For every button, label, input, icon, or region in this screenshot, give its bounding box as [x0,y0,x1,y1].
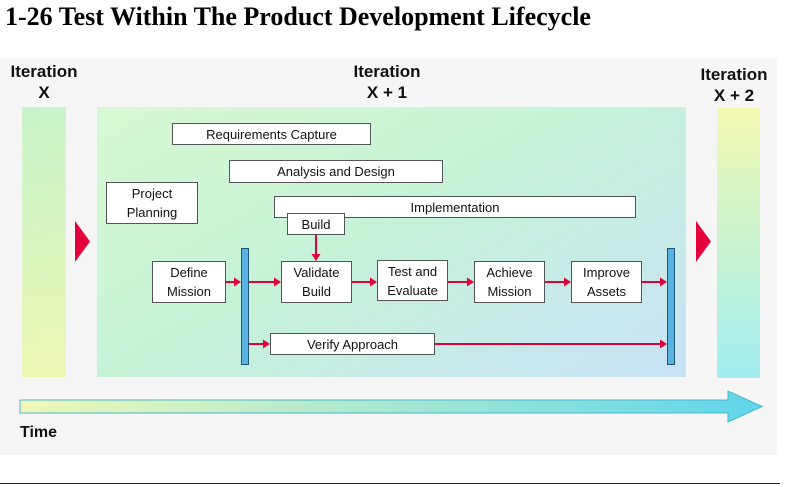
milestone-bar-end [667,248,675,365]
iteration-x-plus-1-label: Iteration X + 1 [327,61,447,103]
test-and-evaluate-label: Test and Evaluate [387,263,438,298]
validate-build-label: Validate Build [293,265,340,299]
analysis-and-design-label: Analysis and Design [277,164,395,179]
arrow-head [660,339,667,349]
arrow-head [370,277,377,287]
iteration-x-plus-2-label-word: Iteration [700,65,768,84]
iteration-x-label-index: X [38,83,50,102]
build-label: Build [301,216,331,232]
project-planning-label: Project Planning [126,186,178,220]
implementation-box: Implementation [274,196,636,218]
analysis-and-design-box: Analysis and Design [229,160,443,183]
arrow-test-and-evaluate-to-achieve-mission [448,277,474,287]
arrow-head [564,277,571,287]
page-title: 1-26 Test Within The Product Development… [5,2,591,31]
time-arrow [19,390,764,423]
arrow-achieve-mission-to-improve-assets [545,277,571,287]
verify-approach-box: Verify Approach [270,333,435,355]
improve-assets-label: Improve Assets [583,265,630,299]
arrow-milestone-to-validate-build [249,277,281,287]
arrow-head [234,277,241,287]
time-axis-label: Time [20,424,58,441]
arrow-validate-build-to-test-and-evaluate [352,277,377,287]
arrow-head [274,277,281,287]
iteration-x-plus-1-label-word: Iteration [353,62,421,81]
test-and-evaluate-box: Test and Evaluate [377,260,448,301]
arrow-head [263,339,270,349]
requirements-capture-label: Requirements Capture [206,126,337,142]
arrow-improve-assets-to-milestone [642,277,667,287]
iteration-x-label: Iteration X [4,61,84,103]
arrow-build-to-validate-build [311,235,321,261]
iteration-x-plus-2-band [717,108,760,378]
arrow-define-mission-to-milestone [226,277,241,287]
define-mission-label: Define Mission [166,265,212,299]
arrow-verify-approach-to-milestone [435,339,667,349]
milestone-bar-start [241,248,249,365]
achieve-mission-label: Achieve Mission [486,265,533,299]
iteration-x-plus-1-panel [97,107,686,377]
arrow-head [467,277,474,287]
validate-build-box: Validate Build [281,261,352,303]
verify-approach-label: Verify Approach [306,336,399,352]
project-planning-box: Project Planning [106,182,198,224]
iteration-x-plus-2-label: Iteration X + 2 [694,64,774,106]
requirements-capture-box: Requirements Capture [172,123,371,145]
achieve-mission-box: Achieve Mission [474,261,545,303]
define-mission-box: Define Mission [152,261,226,303]
footer-rule [0,483,780,484]
improve-assets-box: Improve Assets [571,261,642,303]
iteration-x-plus-2-label-index: X + 2 [713,86,755,105]
arrow-milestone-to-verify-approach [249,339,270,349]
arrow-head [311,254,321,261]
arrow-head [660,277,667,287]
iteration-x-label-word: Iteration [10,62,78,81]
iteration-x-plus-1-label-index: X + 1 [366,83,408,102]
build-box: Build [287,213,345,235]
iteration-transition-marker-right [696,221,711,262]
iteration-x-band [22,107,66,377]
iteration-transition-marker-left [75,221,90,262]
implementation-label: Implementation [410,199,500,215]
